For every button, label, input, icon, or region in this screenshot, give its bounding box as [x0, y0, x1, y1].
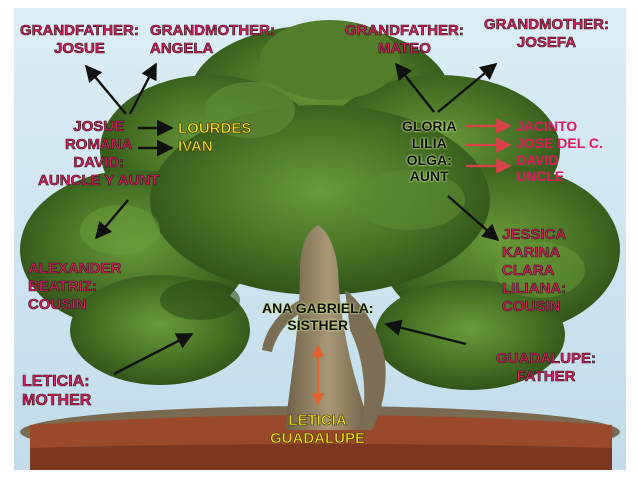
grandfather-mateo-label: GRANDFATHER:MATEO	[345, 22, 464, 58]
arrow-to-grandmother-angela	[128, 62, 158, 115]
bonsai-pot	[20, 406, 620, 470]
mother-label: LETICIA:MOTHER	[22, 373, 92, 410]
arrow-to-grandfather-mateo	[394, 62, 435, 113]
tree-canopy	[20, 20, 620, 390]
father-label: GUADALUPE:FATHER	[496, 350, 597, 386]
arrow-to-grandmother-josefa	[437, 62, 498, 113]
arrow-to-cousins-left	[94, 199, 129, 240]
arrow-to-cousins-right	[447, 195, 500, 242]
grandfather-josue-label: GRANDFATHER:JOSUE	[20, 22, 139, 58]
grandmother-josefa-label: GRANDMOTHER:JOSEFA	[484, 16, 610, 52]
sister-label: ANA GABRIELA:SISTHER	[262, 300, 374, 333]
arrow-to-father	[384, 319, 467, 346]
grandmother-angela-label: GRANDMOTHER:ANGELA	[150, 22, 276, 58]
arrow-to-grandfather-josue	[84, 64, 127, 115]
arrow-to-mother	[113, 332, 194, 376]
tree-trunk	[262, 225, 386, 430]
relation-arrows	[84, 62, 500, 376]
uncle-arrows	[466, 118, 512, 174]
